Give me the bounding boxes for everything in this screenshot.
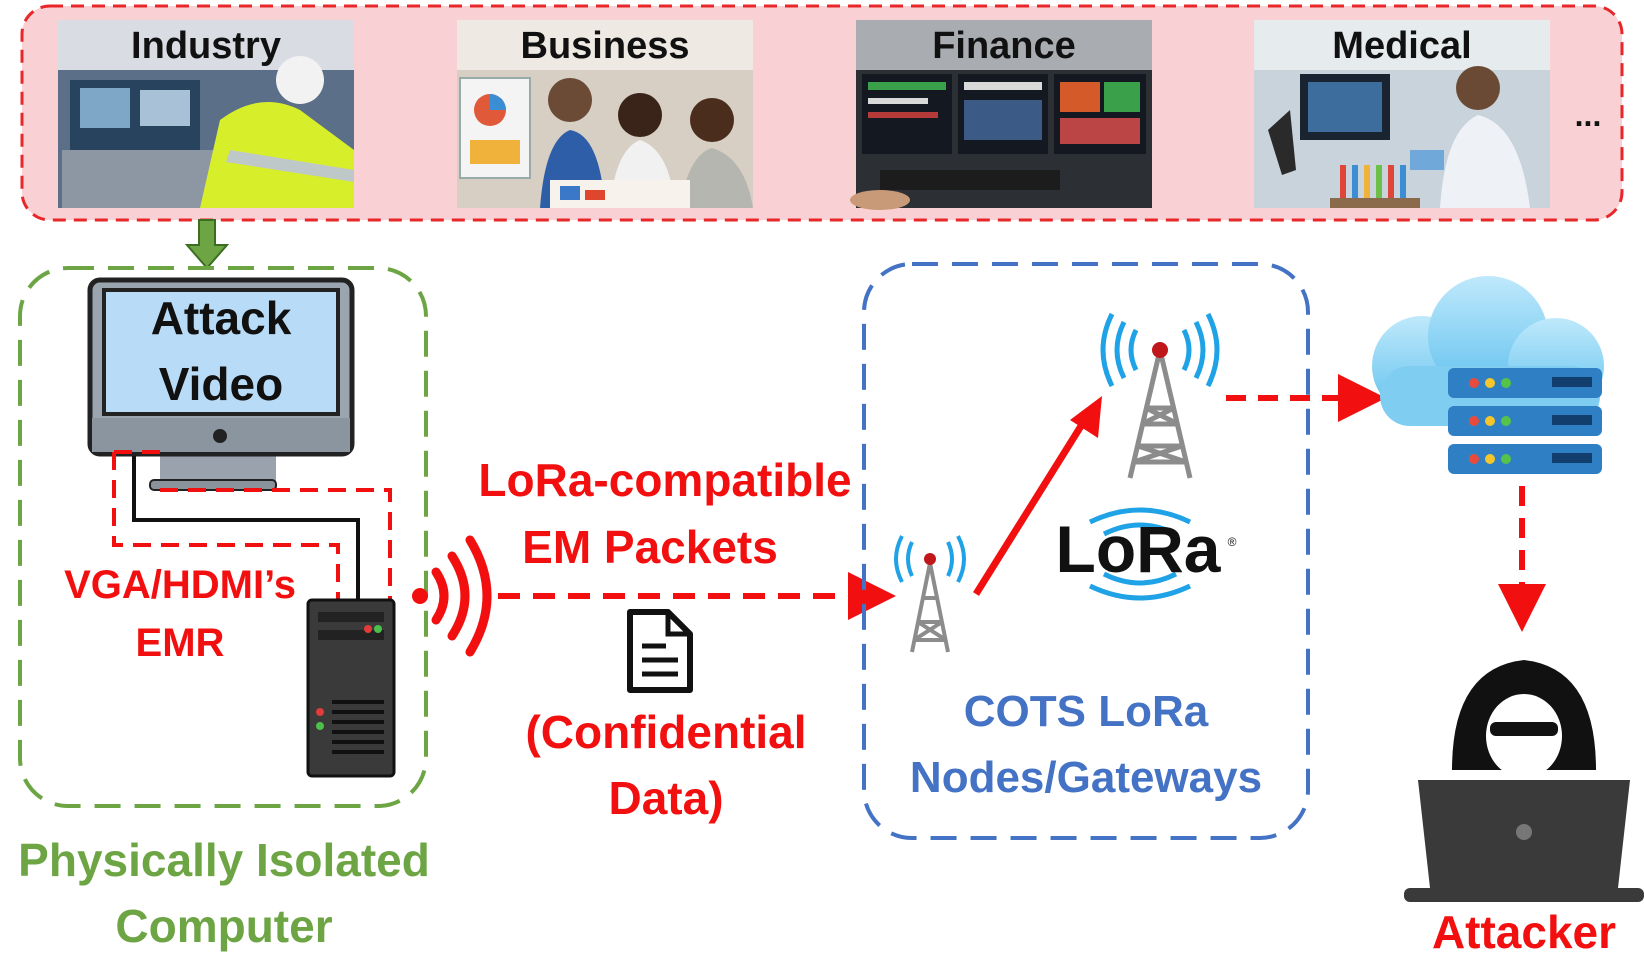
more-domains-ellipsis: ...	[1575, 97, 1602, 133]
domain-label: Medical	[1332, 25, 1471, 67]
domain-label: Industry	[131, 25, 281, 67]
domain-finance: Finance	[850, 20, 1152, 210]
isolated-computer-box	[18, 266, 428, 808]
domain-label: Finance	[932, 25, 1076, 67]
lora-registered-mark: ®	[1228, 535, 1237, 549]
data-label-line-1: (Confidential	[525, 706, 806, 758]
wave-emitter-icon	[412, 535, 492, 657]
cots-lora-box	[862, 262, 1310, 840]
hacker-icon	[1404, 660, 1644, 902]
cots-label-line-2: Nodes/Gateways	[910, 753, 1262, 802]
antenna-tower-icon	[1100, 312, 1220, 479]
emr-label-line-2: EMR	[136, 621, 225, 665]
antenna-tower-icon	[894, 535, 966, 653]
pc-tower-icon	[306, 598, 396, 778]
application-domains-panel: Industry Business	[20, 4, 1624, 222]
packets-label-line-1: LoRa-compatible	[478, 454, 851, 506]
document-icon	[627, 609, 693, 693]
video-cable	[112, 450, 392, 602]
monitor-icon: Attack Video	[87, 277, 355, 491]
packets-label-line-2: EM Packets	[522, 521, 778, 573]
domain-to-video-arrow	[184, 219, 230, 270]
lora-logo-text: LoRa	[1056, 512, 1222, 586]
monitor-line-1: Attack	[151, 292, 292, 344]
domain-industry: Industry	[58, 20, 354, 208]
domain-business: Business	[457, 20, 753, 208]
cots-label-line-1: COTS LoRa	[964, 687, 1209, 736]
lora-logo: LoRa ®	[1056, 507, 1237, 601]
cloud-server-icon	[1372, 276, 1604, 474]
data-label-line-2: Data)	[608, 772, 723, 824]
monitor-line-2: Video	[159, 358, 283, 410]
isolated-label-line-2: Computer	[115, 900, 332, 952]
domain-label: Business	[521, 25, 690, 67]
attacker-label: Attacker	[1432, 906, 1616, 958]
domain-medical: Medical	[1254, 20, 1550, 208]
isolated-label-line-1: Physically Isolated	[18, 834, 430, 886]
emr-label-line-1: VGA/HDMI’s	[64, 563, 296, 607]
node-to-gateway-arrow	[973, 396, 1102, 596]
